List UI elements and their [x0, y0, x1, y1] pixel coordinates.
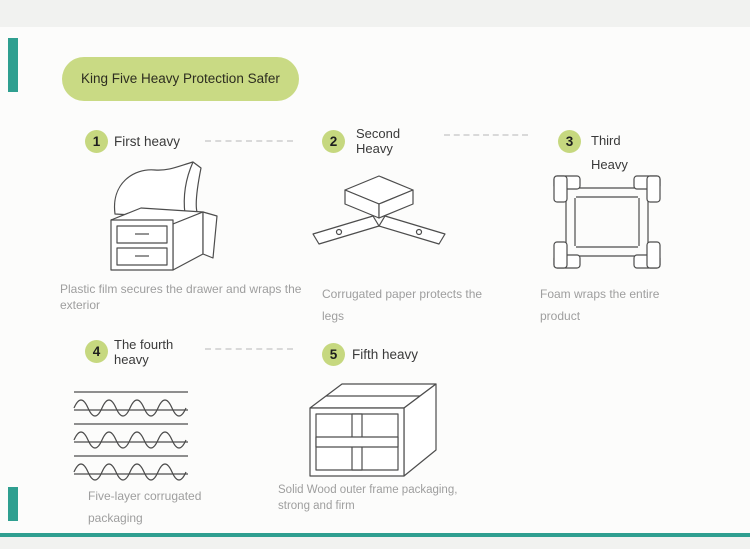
step-4-label: The fourth heavy: [114, 337, 173, 368]
step-1-caption: Plastic film secures the drawer and wrap…: [60, 282, 302, 313]
step-4-label-line: The fourth: [114, 337, 174, 352]
teal-accent-bar-bottom: [8, 487, 18, 521]
plastic-film-cabinet-icon: [85, 158, 237, 280]
step-3-number: 3: [558, 130, 581, 153]
step-2-label: Second Heavy: [356, 126, 400, 157]
step-5-number: 5: [322, 343, 345, 366]
step-2-label-line: Heavy: [356, 141, 393, 157]
step-4-caption: Five-layer corrugated packaging: [88, 489, 202, 525]
step-5-caption: Solid Wood outer frame packaging, strong…: [278, 484, 458, 512]
corrugated-layers-icon: [70, 386, 192, 482]
step-2-caption: Corrugated paper protects the legs: [322, 287, 483, 323]
foam-frame-icon: [548, 170, 666, 274]
step-3-caption: Foam wraps the entire product: [540, 287, 660, 323]
corrugated-corner-icon: [305, 170, 453, 270]
step-4-label-line: heavy: [114, 352, 149, 368]
step-1-label-line: First heavy: [114, 134, 181, 149]
step-1-label: First heavy: [114, 134, 180, 150]
step-1-number: 1: [85, 130, 108, 153]
step-2-label-line: Second: [356, 126, 401, 141]
step-3-label-line: Third: [591, 133, 621, 148]
step-5-label-line: Fifth heavy: [352, 347, 419, 362]
dashed-separator: [205, 140, 293, 142]
step-5-label: Fifth heavy: [352, 347, 418, 363]
dashed-separator: [205, 348, 293, 350]
step-4-number: 4: [85, 340, 108, 363]
dashed-separator: [444, 134, 528, 136]
teal-divider-line: [0, 533, 750, 537]
step-2-number: 2: [322, 130, 345, 153]
step-3-label-line: Heavy: [591, 157, 628, 173]
teal-accent-bar-top: [8, 38, 18, 92]
step-3-label: Third Heavy: [591, 133, 628, 173]
title-badge: King Five Heavy Protection Safer: [62, 57, 299, 101]
wood-crate-icon: [300, 376, 445, 482]
